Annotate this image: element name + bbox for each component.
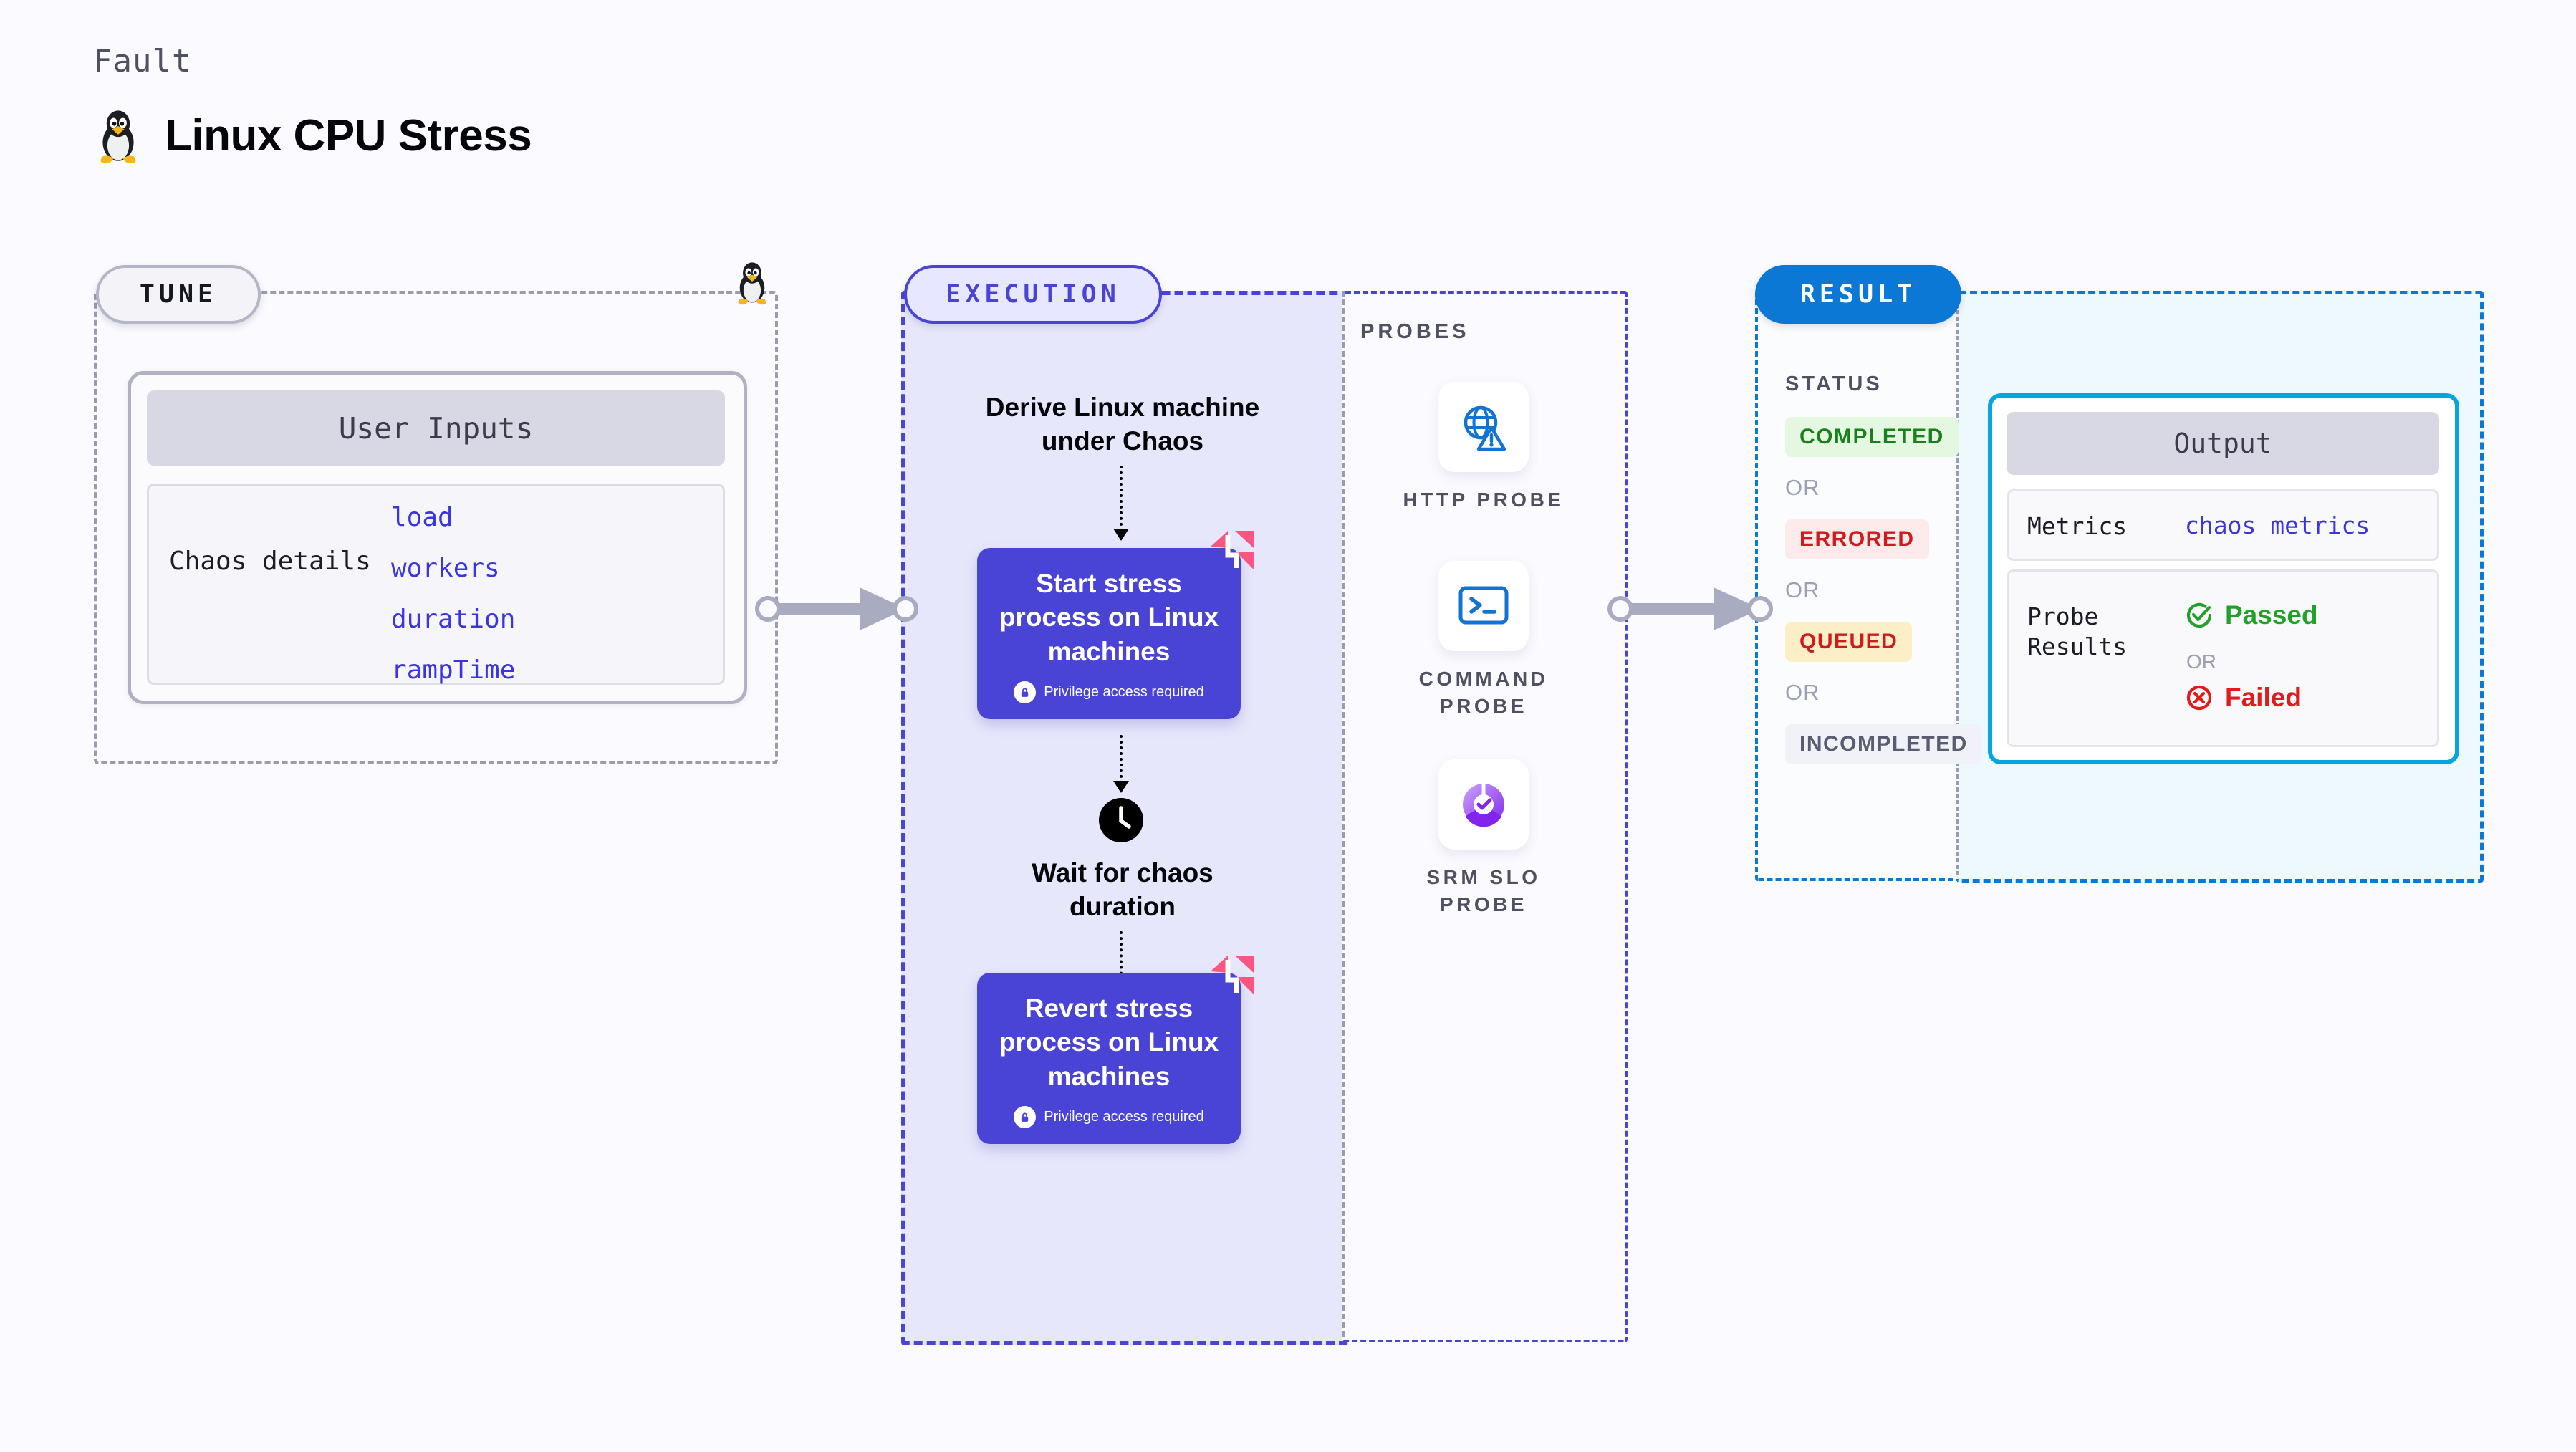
tune-input-workers[interactable]: workers <box>391 554 500 583</box>
chaos-details-label: Chaos details <box>169 547 371 576</box>
connector-tune-to-execution <box>755 587 918 630</box>
flow-step-start-stress-note: Privilege access required <box>977 681 1241 704</box>
probes-title: PROBES <box>1360 320 1470 343</box>
fault-title-row: Linux CPU Stress <box>93 107 532 164</box>
metrics-label: Metrics <box>2027 512 2128 540</box>
probe-result-failed: Failed <box>2185 683 2302 713</box>
tune-input-ramptime[interactable]: rampTime <box>391 655 516 685</box>
globe-warning-icon <box>1438 382 1529 472</box>
output-metrics-row: Metrics chaos metrics <box>2007 489 2439 561</box>
privilege-note-text: Privilege access required <box>1044 684 1204 701</box>
result-divider <box>1956 291 1959 875</box>
fault-kicker: Fault <box>93 43 192 80</box>
probe-http-label: HTTP PROBE <box>1403 489 1565 511</box>
user-inputs-title: User Inputs <box>147 390 725 466</box>
flow-step-revert-stress-note: Privilege access required <box>977 1106 1241 1129</box>
status-or-3: OR <box>1785 680 1820 705</box>
probe-srm-slo-label: SRM SLO PROBE <box>1426 866 1541 915</box>
lock-icon <box>1014 681 1037 704</box>
flow-arrow-1-line <box>1120 466 1125 532</box>
status-badge-queued: QUEUED <box>1785 622 1913 662</box>
execution-pill: EXECUTION <box>904 265 1162 324</box>
probe-command-label: COMMAND PROBE <box>1418 668 1549 717</box>
status-badge-completed: COMPLETED <box>1785 417 1959 457</box>
tune-input-load[interactable]: load <box>391 503 453 532</box>
execution-region <box>901 291 1348 1345</box>
page-title: Linux CPU Stress <box>165 110 532 160</box>
execution-probes-divider <box>1342 291 1345 1337</box>
flow-arrow-2-head <box>1113 781 1129 793</box>
status-badge-errored: ERRORED <box>1785 519 1929 559</box>
status-badge-incompleted: INCOMPLETED <box>1785 724 1982 764</box>
result-status-region <box>1755 291 1959 881</box>
flow-arrow-3-line <box>1120 931 1125 992</box>
probe-result-or: OR <box>2186 650 2216 673</box>
linux-penguin-icon <box>93 107 143 164</box>
chaos-details-panel: Chaos details load workers duration ramp… <box>147 484 725 685</box>
tune-input-duration[interactable]: duration <box>391 605 516 634</box>
probe-passed-label: Passed <box>2225 600 2318 630</box>
probe-srm-slo[interactable]: SRM SLO PROBE <box>1390 759 1577 918</box>
lock-icon <box>1014 1106 1037 1129</box>
probe-failed-label: Failed <box>2225 683 2302 712</box>
metrics-value[interactable]: chaos metrics <box>2185 511 2370 539</box>
slo-gauge-check-icon <box>1438 759 1529 850</box>
harness-logo-icon <box>1211 956 1254 994</box>
status-or-1: OR <box>1785 475 1820 500</box>
probe-http[interactable]: HTTP PROBE <box>1390 382 1577 514</box>
terminal-prompt-icon <box>1438 561 1529 651</box>
tune-pill: TUNE <box>96 265 261 324</box>
x-circle-icon <box>2186 685 2212 711</box>
tune-region <box>94 291 778 764</box>
harness-logo-icon <box>1211 531 1254 569</box>
output-title: Output <box>2007 412 2439 475</box>
flow-arrow-2-line <box>1120 735 1125 784</box>
probe-result-passed: Passed <box>2185 600 2318 630</box>
result-pill: RESULT <box>1755 265 1961 324</box>
probe-command[interactable]: COMMAND PROBE <box>1390 561 1577 720</box>
clock-icon <box>1099 798 1143 842</box>
tune-boundary-linux-penguin-icon <box>732 259 772 305</box>
privilege-note-text: Privilege access required <box>1044 1109 1204 1125</box>
status-title: STATUS <box>1785 372 1883 395</box>
status-or-2: OR <box>1785 577 1820 602</box>
check-circle-icon <box>2186 602 2212 628</box>
connector-execution-to-result <box>1607 587 1773 630</box>
user-inputs-card: User Inputs Chaos details load workers d… <box>128 371 747 704</box>
page-header: Fault Linux CPU Stress <box>93 43 532 164</box>
flow-arrow-1-head <box>1113 529 1129 541</box>
chaos-details-values: load workers duration rampTime <box>391 503 515 685</box>
